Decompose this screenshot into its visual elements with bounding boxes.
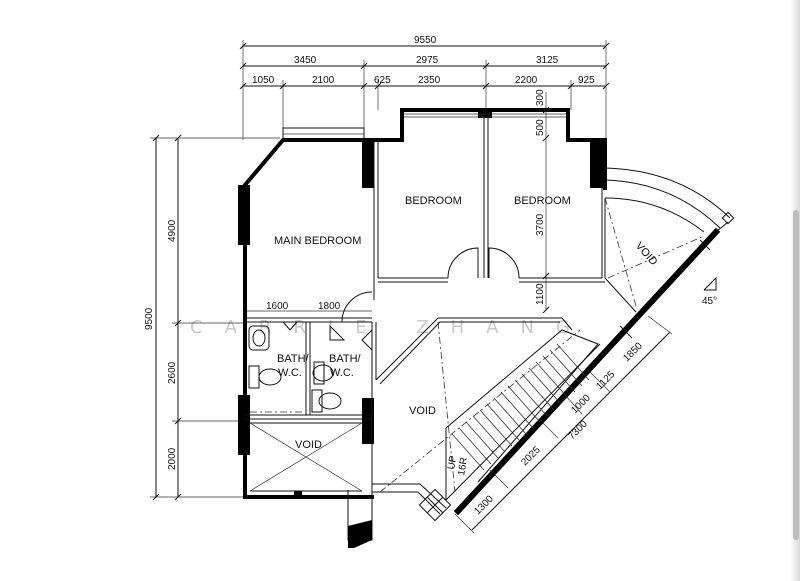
- diagonal-dimension-lines: 1850 1125 1000 7300 2025 1300: [454, 315, 673, 534]
- dim-7300: 7300: [566, 418, 590, 442]
- dim-2000: 2000: [167, 447, 178, 470]
- angle-label: 45°: [702, 296, 717, 307]
- dim-3125: 3125: [536, 55, 559, 66]
- dim-2350: 2350: [418, 75, 441, 86]
- watermark: CARRIE ZHANG: [190, 317, 592, 338]
- dim-925: 925: [578, 75, 595, 86]
- dim-300: 300: [535, 89, 546, 106]
- room-bath-2-line2: W.C.: [330, 367, 354, 379]
- dim-1125: 1125: [594, 369, 617, 392]
- room-bath-2-line1: BATH/: [329, 353, 362, 365]
- room-void-right: VOID: [633, 240, 660, 268]
- staircase: UP 16R: [445, 329, 601, 501]
- wall-blocks: [238, 110, 604, 497]
- top-dimension-lines: 9550 3450 2975 3125 1050 2100 625 2350 2…: [239, 35, 610, 140]
- angle-marker: 45°: [702, 276, 717, 307]
- room-void-center: VOID: [409, 405, 436, 417]
- dim-1300: 1300: [472, 493, 496, 517]
- dim-2600: 2600: [167, 361, 178, 384]
- dim-2975: 2975: [416, 55, 439, 66]
- left-dimension-lines: 9500 4900 2600 2000: [144, 134, 280, 501]
- interior-partitions: [245, 118, 605, 497]
- stair-up-label: UP: [446, 455, 459, 471]
- dim-1050: 1050: [252, 75, 275, 86]
- stair-risers-label: 16R: [456, 457, 470, 477]
- room-bath-1-line2: W.C.: [278, 367, 302, 379]
- room-bath-1-line1: BATH/: [277, 353, 310, 365]
- scrollbar-thumb[interactable]: [793, 210, 799, 540]
- inner-dimension-lines: 300 500 3700 1100 1600 1800: [245, 89, 550, 314]
- dim-2025: 2025: [519, 444, 543, 468]
- shaft-block: [348, 520, 372, 548]
- dim-4900: 4900: [167, 219, 178, 242]
- dim-3450: 3450: [294, 55, 317, 66]
- room-bedroom-1: BEDROOM: [405, 195, 462, 207]
- central-void: [375, 317, 581, 493]
- dim-total-width: 9550: [414, 35, 437, 46]
- diagonal-wall-details: [619, 239, 711, 339]
- room-main-bedroom: MAIN BEDROOM: [274, 235, 361, 247]
- dim-1100: 1100: [535, 283, 546, 305]
- room-bedroom-2: BEDROOM: [514, 195, 571, 207]
- dim-2200: 2200: [515, 75, 538, 86]
- room-labels: MAIN BEDROOM BEDROOM BEDROOM BATH/ W.C. …: [274, 195, 660, 451]
- dim-625: 625: [374, 75, 391, 86]
- room-void-left: VOID: [295, 439, 322, 451]
- dim-500: 500: [535, 119, 546, 136]
- dim-2100: 2100: [312, 75, 335, 86]
- dim-total-height: 9500: [144, 307, 155, 330]
- dim-1600: 1600: [266, 301, 289, 312]
- dim-1800: 1800: [318, 301, 341, 312]
- windows: [282, 113, 566, 141]
- right-void: [604, 167, 735, 313]
- dim-3700: 3700: [535, 213, 546, 236]
